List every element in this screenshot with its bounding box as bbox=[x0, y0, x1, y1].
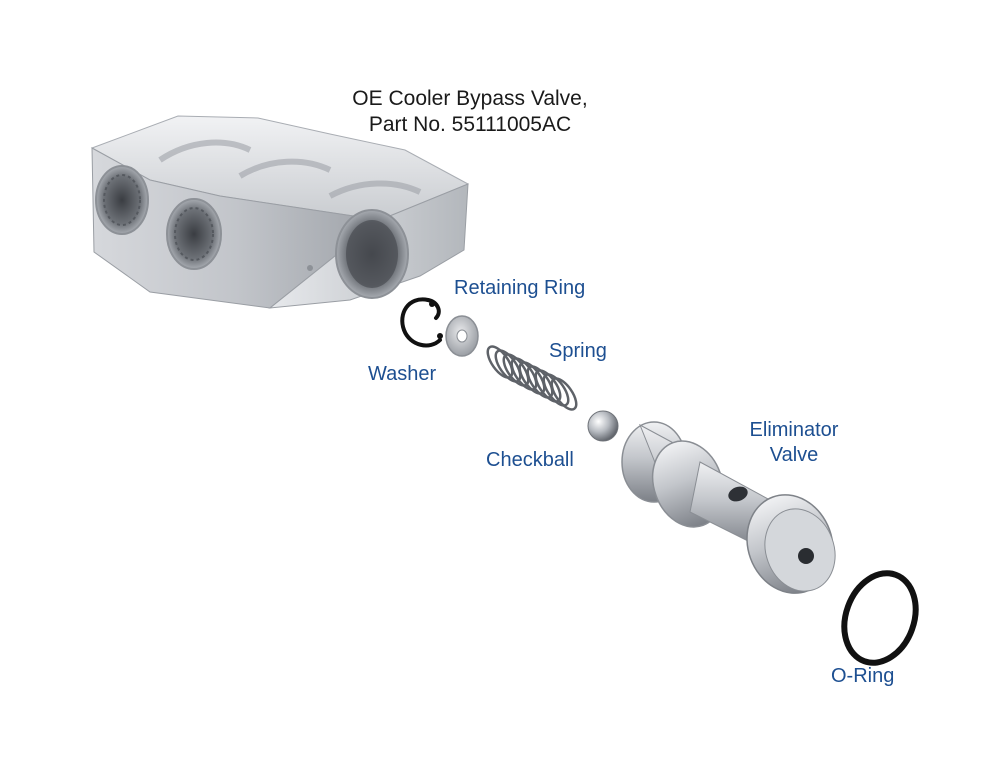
checkball bbox=[587, 410, 619, 442]
label-retaining-ring: Retaining Ring bbox=[454, 277, 586, 299]
eliminator-valve bbox=[621, 421, 836, 594]
label-eliminator-valve: Eliminator Valve bbox=[744, 418, 844, 468]
washer bbox=[445, 315, 479, 357]
label-eliminator-valve-line-1: Eliminator bbox=[749, 419, 839, 441]
diagram-title: OE Cooler Bypass Valve, Part No. 5511100… bbox=[300, 86, 640, 138]
label-eliminator-valve-line-2: Valve bbox=[769, 444, 819, 466]
cooler-bypass-valve-body bbox=[90, 115, 470, 309]
label-spring: Spring bbox=[549, 340, 607, 362]
label-washer: Washer bbox=[368, 363, 437, 385]
o-ring bbox=[841, 570, 919, 666]
label-checkball: Checkball bbox=[486, 449, 574, 471]
retaining-ring bbox=[400, 297, 443, 348]
title-line-2: Part No. 55111005AC bbox=[368, 113, 572, 136]
title-line-1: OE Cooler Bypass Valve, bbox=[352, 87, 588, 110]
label-o-ring: O-Ring bbox=[831, 665, 895, 687]
spring bbox=[486, 345, 578, 411]
